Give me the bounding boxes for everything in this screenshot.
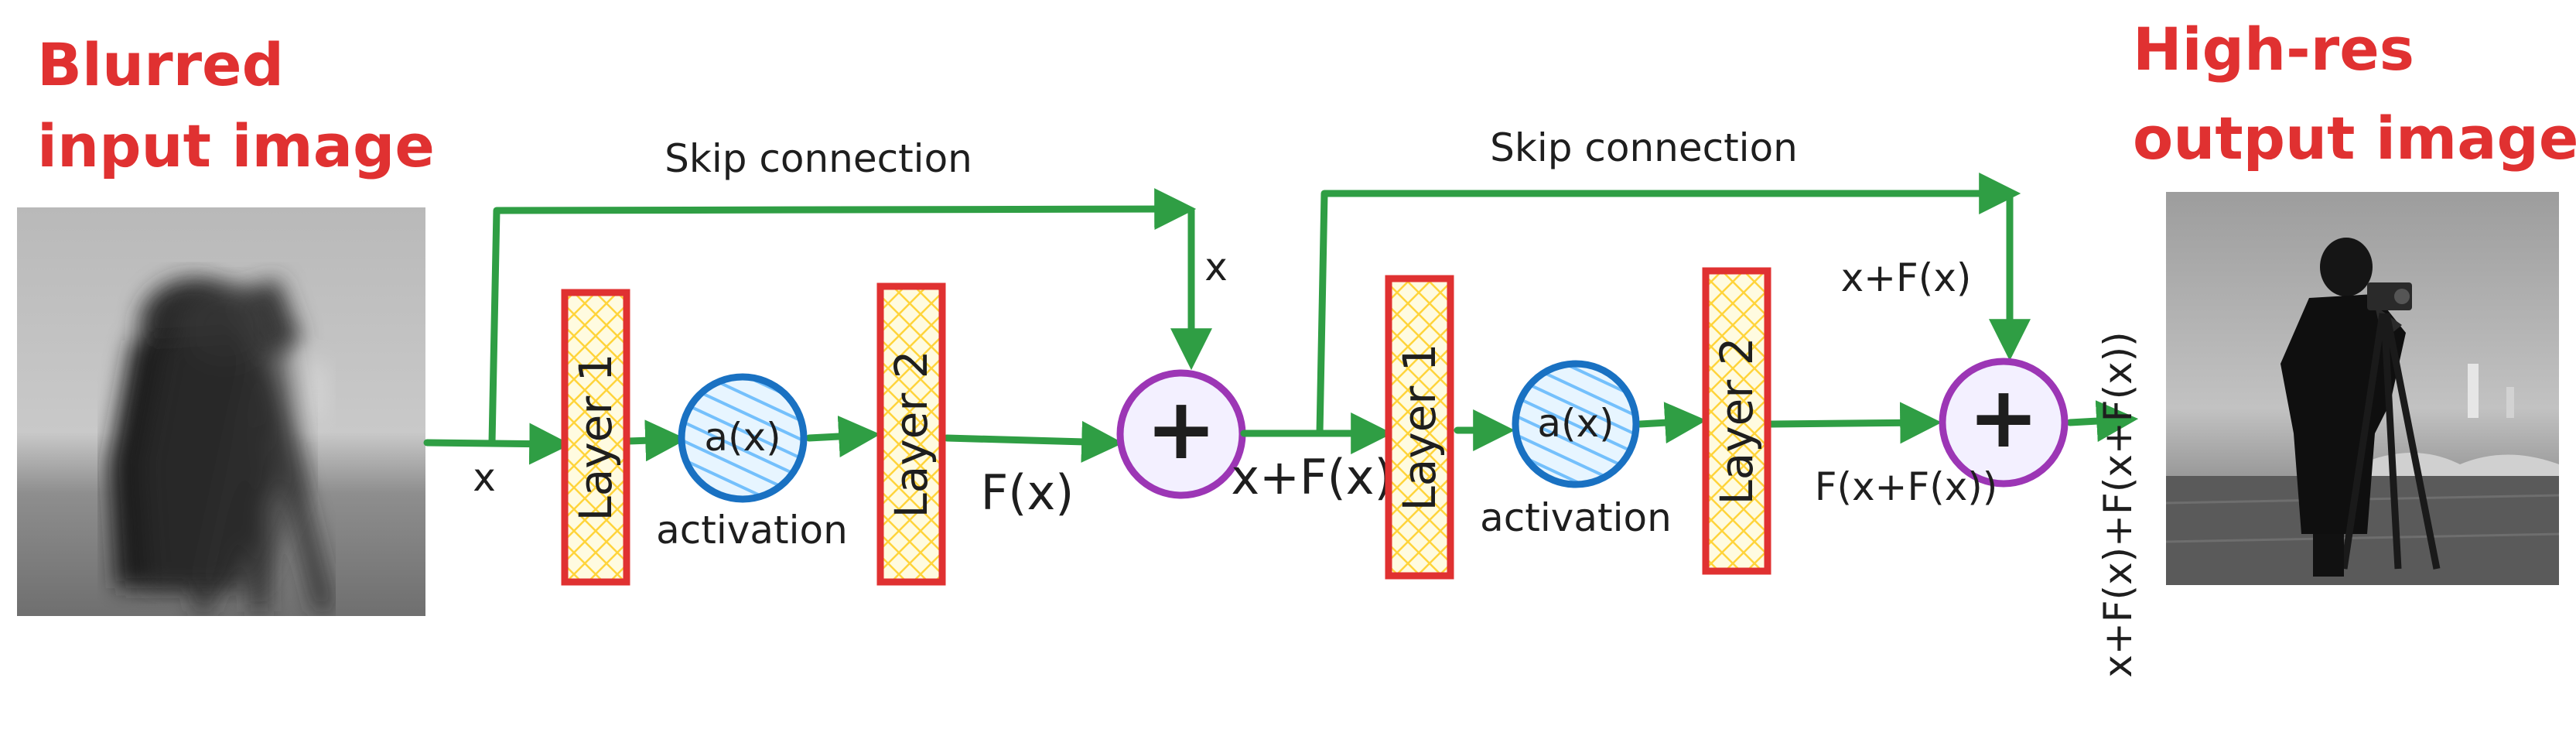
block1-skip-value: x (1204, 245, 1228, 289)
block2-add-node: + (1939, 358, 2069, 488)
output-title-line2: output image (2133, 104, 2576, 173)
block1-layer1-label: Layer 1 (569, 353, 622, 521)
block2-layer2: Layer 2 (1702, 267, 1771, 575)
block2-activation: a(x) (1512, 360, 1640, 488)
block2-skip-value: x+F(x) (1841, 255, 1972, 300)
blurred-input-image (17, 207, 425, 616)
block2-activation-symbol: a(x) (1537, 401, 1614, 446)
block1-input-label: x (473, 455, 496, 500)
block1-activation-label: activation (656, 508, 848, 553)
block2-out-label: x+F(x)+F(x+F(x)) (2096, 331, 2140, 677)
block2-layer1-label: Layer 1 (1393, 343, 1446, 511)
block2-activation-label: activation (1480, 495, 1672, 540)
block2-arrows (1240, 173, 2139, 454)
block2-layer2-label: Layer 2 (1710, 337, 1763, 505)
block1-add-symbol: + (1146, 379, 1217, 478)
block1-skip-label: Skip connection (664, 136, 972, 181)
block1-layer2-label: Layer 2 (885, 350, 938, 518)
high-res-output-image (2166, 192, 2559, 585)
block1-arrows (423, 188, 1212, 465)
block1-layer1: Layer 1 (561, 289, 630, 586)
block1-fx-label: F(x) (981, 464, 1074, 521)
block2-add-symbol: + (1968, 368, 2039, 467)
input-title-line1: Blurred (37, 30, 284, 99)
output-title-line1: High-res (2133, 15, 2414, 84)
block2-fx-label: F(x+F(x)) (1815, 464, 1998, 509)
block1-layer2: Layer 2 (876, 282, 946, 586)
input-title-line2: input image (37, 111, 435, 180)
block2-skip-label: Skip connection (1490, 125, 1798, 170)
block1-activation-symbol: a(x) (704, 415, 781, 460)
block1-activation: a(x) (678, 373, 808, 503)
block2-layer1: Layer 1 (1385, 275, 1454, 580)
block1-add-node: + (1116, 369, 1246, 499)
block1-out-label: x+F(x) (1231, 449, 1392, 505)
